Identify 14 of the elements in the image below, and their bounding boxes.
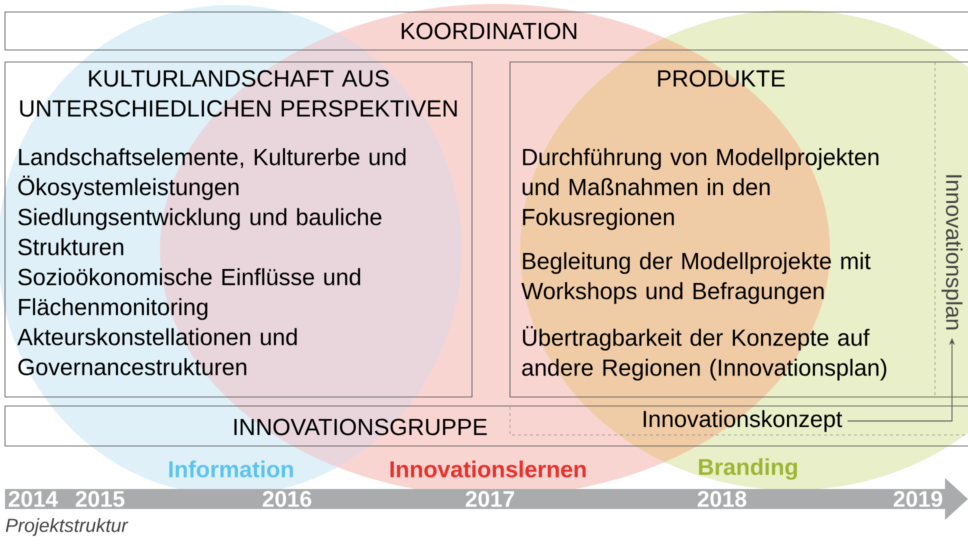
caption: Projektstruktur — [6, 518, 128, 536]
year-label: 2015 — [76, 491, 124, 507]
phase-label: Branding — [699, 458, 797, 480]
panel-box: KULTURLANDSCHAFT AUS UNTERSCHIEDLICHEN PERSPEKTIVEN Landschaftselemente, Kulturerbe und Ökosystemleistungen Siedlungsentwicklung und bauliche Strukturen Sozioökonomische Einflüsse und Flächenmonitoring Akteurskonstellationen und Governancestrukturen — [4, 62, 472, 398]
year-label: 2016 — [262, 491, 312, 507]
year-label: 2017 — [466, 491, 514, 507]
year-label: 2019 — [894, 491, 942, 507]
phase-label: Innovationslernen — [390, 460, 586, 478]
dashed-region: Innovationskonzept — [510, 406, 968, 436]
phase-label: Information — [169, 460, 293, 478]
year-label: 2014 — [8, 491, 58, 507]
title-bar: KOORDINATION — [4, 12, 968, 50]
year-label: 2018 — [698, 491, 746, 507]
vertical-label: Innovationsplan — [942, 175, 962, 330]
